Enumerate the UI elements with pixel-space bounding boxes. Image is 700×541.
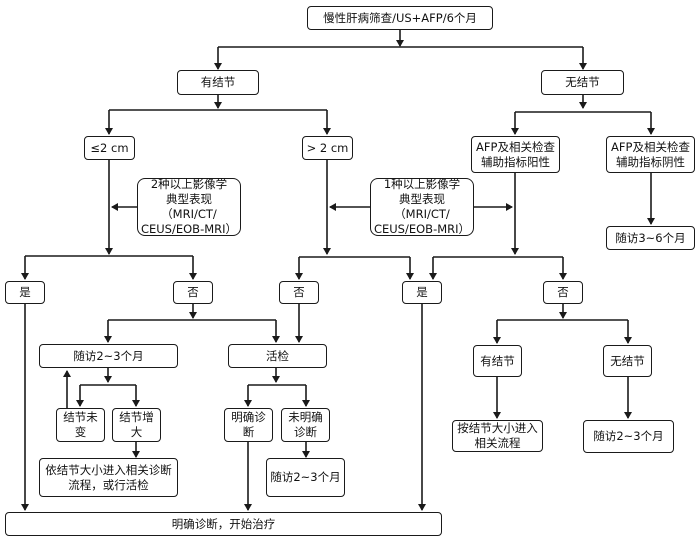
by-size-or-biopsy-node: 依结节大小进入相关诊断 流程，或行活检 (39, 458, 178, 497)
final-treatment-node: 明确诊断，开始治疗 (5, 512, 442, 536)
yes-mid-node: 是 (402, 281, 442, 304)
by-size-flow-node: 按结节大小进入 相关流程 (452, 420, 543, 452)
afp-positive-node: AFP及相关检查 辅助指标阳性 (471, 136, 560, 173)
screening-node: 慢性肝病筛查/US+AFP/6个月 (307, 6, 493, 30)
has-nodule-node: 有结节 (177, 70, 259, 95)
indefinite-diagnosis-node: 未明确 诊断 (281, 408, 330, 442)
followup-2-3-b-node: 随访2~3个月 (266, 458, 345, 497)
right-has-nodule-node: 有结节 (473, 345, 522, 377)
definite-diagnosis-node: 明确诊断 (224, 408, 273, 442)
no-nodule-node: 无结节 (541, 70, 624, 95)
no-mid-node: 否 (279, 281, 319, 304)
imaging-2plus-node: 2种以上影像学 典型表现（MRI/CT/ CEUS/EOB-MRI） (137, 177, 241, 236)
followup-3-6-node: 随访3~6个月 (606, 226, 695, 250)
no-left-node: 否 (173, 281, 213, 304)
nodule-enlarged-node: 结节增大 (112, 408, 161, 442)
afp-negative-node: AFP及相关检查 辅助指标阴性 (606, 136, 695, 173)
right-no-nodule-node: 无结节 (603, 345, 652, 377)
followup-2-3-c-node: 随访2~3个月 (583, 420, 674, 453)
nodule-unchanged-node: 结节未变 (56, 408, 105, 442)
no-right-node: 否 (543, 281, 583, 304)
followup-2-3-a-node: 随访2~3个月 (39, 344, 178, 368)
gt-2cm-node: > 2 cm (302, 136, 353, 160)
le-2cm-node: ≤2 cm (84, 136, 135, 160)
imaging-1plus-node: 1种以上影像学 典型表现（MRI/CT/ CEUS/EOB-MRI） (370, 177, 474, 236)
yes-left-node: 是 (5, 281, 45, 304)
biopsy-node: 活检 (228, 344, 327, 368)
